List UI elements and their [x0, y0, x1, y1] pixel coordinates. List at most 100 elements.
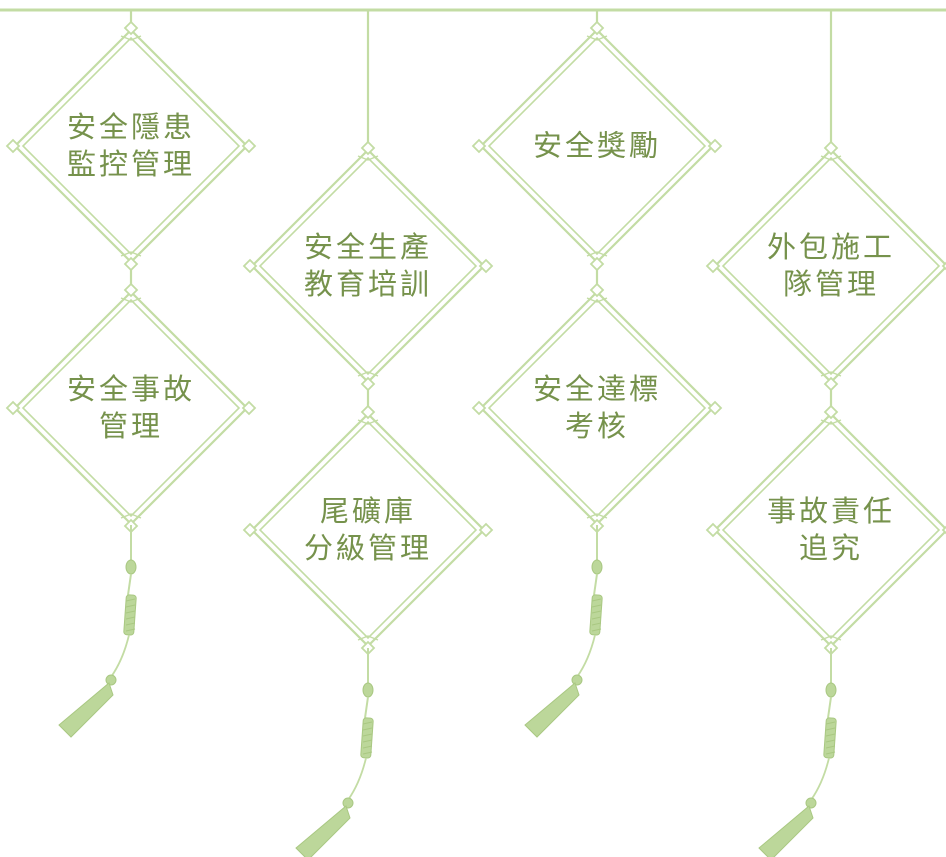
diamond-2-1-notch-0 [586, 297, 608, 303]
tassel-bead-2 [591, 559, 603, 575]
tassel-2 [524, 525, 603, 738]
tassel-stripe-0-4 [125, 622, 136, 626]
tassel-stripe-0-2 [125, 610, 136, 614]
diamond-1-0-knot-0 [360, 140, 376, 156]
diamond-3-0-inner [721, 156, 941, 376]
diamond-3-1-notch-1 [820, 635, 842, 641]
tassel-tail-2 [576, 634, 596, 678]
tassel-stripe-0-5 [125, 628, 136, 632]
tassel-stripe-2-1 [591, 604, 602, 608]
tassel-stripe-1-5 [362, 751, 373, 755]
diamond-1-1-inner [258, 420, 478, 640]
diamond-0-0-inner [21, 36, 241, 256]
diamond-3-0-notch-0 [820, 155, 842, 161]
tassel-knot-2 [571, 674, 583, 686]
tassel-tail-3 [810, 757, 830, 801]
diamond-2-0-knot-2 [589, 256, 605, 272]
tassel-stripe-0-3 [125, 616, 136, 620]
tassel-stripe-2-4 [591, 622, 602, 626]
diamond-2-1-knot-0 [589, 282, 605, 298]
tassel-knot-3 [805, 797, 817, 809]
diamond-2-0-knot-1 [707, 138, 723, 154]
tassel-stripe-1-4 [362, 745, 373, 749]
diamond-1-1-notch-1 [357, 635, 379, 641]
tassel-stripe-0-0 [125, 598, 136, 602]
diamond-0-0 [5, 20, 257, 272]
diamond-3-0 [705, 140, 946, 392]
node-label-education-training: 安全生產 教育培訓 [303, 230, 432, 301]
tassel-fringe-3 [758, 805, 814, 857]
diamond-2-1-notch-1 [586, 513, 608, 519]
diamond-0-0-knot-0 [123, 20, 139, 36]
diamond-1-0-knot-3 [242, 258, 258, 274]
tassel-bead-0 [125, 559, 137, 575]
diamond-3-1-knot-1 [941, 525, 946, 535]
diamond-1-1-notch-0 [357, 419, 379, 425]
tassel-knot-1 [342, 797, 354, 809]
diamond-2-0-inner [487, 36, 707, 256]
tassel-stripe-2-5 [591, 628, 602, 632]
diamond-3-1-notch-0 [820, 419, 842, 425]
diamond-1-1-knot-1 [478, 522, 494, 538]
diamond-1-1-knot-3 [242, 522, 258, 538]
diamond-0-1-knot-0 [123, 282, 139, 298]
diamond-1-0-inner [258, 156, 478, 376]
diamond-2-0 [471, 20, 723, 272]
diamond-0-1-knot-3 [5, 400, 21, 416]
tassel-stripe-3-4 [825, 745, 836, 749]
tassel-stripe-0-1 [125, 604, 136, 608]
diamond-0-0-notch-0 [120, 35, 142, 41]
diamond-2-0-notch-1 [586, 251, 608, 257]
tassel-cord2-0 [127, 573, 132, 596]
tassel-stripe-1-3 [362, 739, 373, 743]
tassel-stripe-2-0 [591, 598, 602, 602]
node-label-tailings-pond: 尾礦庫 分級管理 [303, 494, 432, 565]
tassel-stripe-2-3 [591, 616, 602, 620]
tassel-stripe-1-1 [362, 727, 373, 731]
diamond-2-1-inner [487, 298, 707, 518]
tassel-1 [295, 648, 374, 857]
tassel-tail-1 [347, 757, 367, 801]
diamond-2-1-knot-3 [471, 400, 487, 416]
diamond-1-0-knot-1 [478, 258, 494, 274]
diamond-1-1-knot-0 [360, 404, 376, 420]
diamond-1-0-knot-2 [360, 376, 376, 392]
tassel-stripe-3-5 [825, 751, 836, 755]
diamond-2-0-notch-0 [586, 35, 608, 41]
tassel-bead-3 [825, 682, 837, 698]
diamond-3-0-notch-1 [820, 371, 842, 377]
tassel-0 [58, 525, 137, 738]
tassel-cord2-2 [593, 573, 598, 596]
tassel-stripe-3-1 [825, 727, 836, 731]
tassel-stripe-3-0 [825, 721, 836, 725]
diamond-2-1 [471, 282, 723, 534]
diamond-3-1-knot-3 [705, 522, 721, 538]
diamond-3-0-knot-3 [705, 258, 721, 274]
tassel-stripe-3-2 [825, 733, 836, 737]
diamond-0-0-notch-1 [120, 251, 142, 257]
diamond-2-1-knot-1 [707, 400, 723, 416]
diamond-0-1-notch-1 [120, 513, 142, 519]
node-label-reward: 安全獎勵 [532, 128, 661, 163]
tassel-3 [758, 648, 837, 857]
tassel-fringe-1 [295, 805, 351, 857]
node-label-accident-mgmt: 安全事故 管理 [66, 372, 195, 443]
diamond-2-0-knot-3 [471, 138, 487, 154]
tassel-stripe-1-2 [362, 733, 373, 737]
tassel-cord2-3 [827, 696, 832, 719]
diamond-0-0-knot-1 [241, 138, 257, 154]
diamond-0-0-knot-3 [5, 138, 21, 154]
diamond-1-0 [242, 140, 494, 392]
node-label-contractor: 外包施工 隊管理 [766, 230, 895, 301]
tassel-knot-0 [105, 674, 117, 686]
diamond-1-0-notch-1 [357, 371, 379, 377]
diamond-3-0-knot-1 [941, 261, 946, 271]
diamond-0-1-notch-0 [120, 297, 142, 303]
diamond-3-0-knot-2 [823, 376, 839, 392]
diamond-3-1-inner [721, 420, 941, 640]
tassel-tail-0 [110, 634, 130, 678]
tassel-cord2-1 [364, 696, 369, 719]
diamond-3-0-knot-0 [823, 140, 839, 156]
